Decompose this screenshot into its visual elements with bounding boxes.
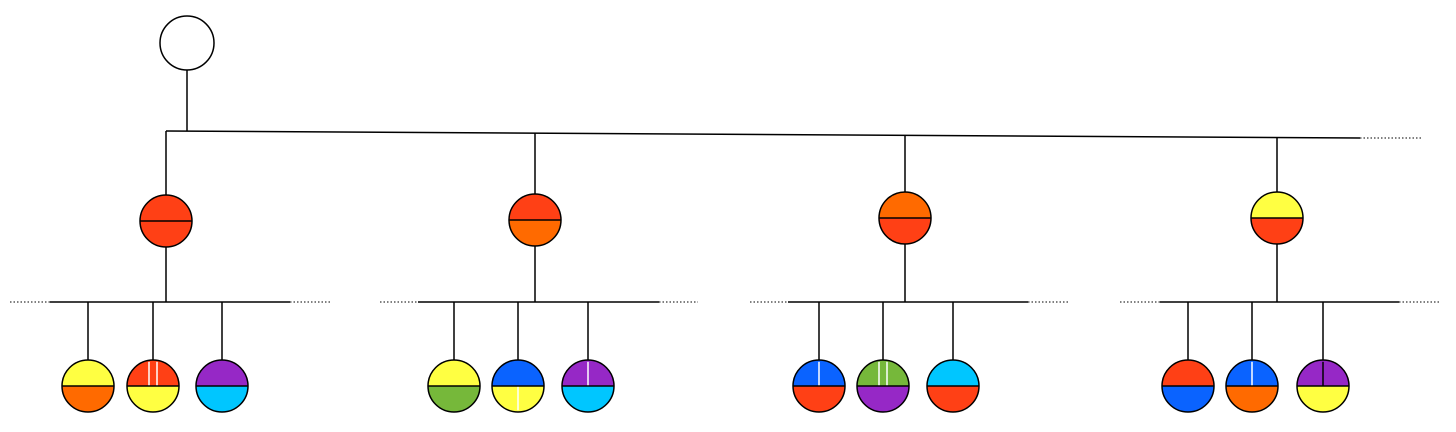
bottom-half [62, 386, 114, 412]
top-half [492, 360, 544, 386]
family-4-child-3 [1296, 359, 1350, 413]
bottom-half [1226, 386, 1278, 412]
node-outline [491, 359, 545, 413]
bottom-half [1162, 386, 1214, 412]
node-outline [1225, 359, 1279, 413]
root-node [159, 15, 215, 71]
node-outline [126, 359, 180, 413]
family-3-child-2 [856, 359, 910, 413]
top-half [127, 360, 179, 386]
family-1-child-2 [126, 359, 180, 413]
node-outline [561, 359, 615, 413]
bottom-half [927, 386, 979, 412]
top-half [62, 360, 114, 386]
bottom-half [793, 386, 845, 412]
node-outline [792, 359, 846, 413]
bottom-half [562, 386, 614, 412]
family-2-child-2 [491, 359, 545, 413]
bottom-half [140, 221, 192, 247]
family-4-child-2 [1225, 359, 1279, 413]
node-outline [1296, 359, 1350, 413]
family-3-parent [878, 191, 932, 245]
root-circle [159, 15, 215, 71]
nodes [61, 15, 1350, 413]
node-outline [1250, 191, 1304, 245]
family-3-child-1 [792, 359, 846, 413]
family-4-parent [1250, 191, 1304, 245]
node-outline [926, 359, 980, 413]
family-2-child-3 [561, 359, 615, 413]
bottom-half [509, 220, 561, 246]
node-outline [195, 359, 249, 413]
node-outline [61, 359, 115, 413]
family-4-child-1 [1161, 359, 1215, 413]
node-outline [1161, 359, 1215, 413]
bottom-half [1297, 386, 1349, 412]
connector-lines [10, 70, 1440, 360]
family-2-parent [508, 193, 562, 247]
top-half [879, 192, 931, 218]
family-3-child-3 [926, 359, 980, 413]
bottom-half [428, 386, 480, 412]
family-2-child-1 [427, 359, 481, 413]
family-1-parent [139, 194, 193, 248]
bottom-half [857, 386, 909, 412]
top-half [1251, 192, 1303, 218]
top-half [509, 194, 561, 220]
node-outline [878, 191, 932, 245]
bottom-half [196, 386, 248, 412]
sibling-bar [165, 130, 1361, 139]
family-1-child-3 [195, 359, 249, 413]
top-half [927, 360, 979, 386]
top-half [1162, 360, 1214, 386]
top-half [857, 360, 909, 386]
bottom-half [1251, 218, 1303, 244]
bottom-half [879, 218, 931, 244]
node-outline [508, 193, 562, 247]
family-1-child-1 [61, 359, 115, 413]
node-outline [856, 359, 910, 413]
node-outline [139, 194, 193, 248]
top-half [428, 360, 480, 386]
top-half [196, 360, 248, 386]
bottom-half [127, 386, 179, 412]
node-outline [427, 359, 481, 413]
top-half [140, 195, 192, 221]
